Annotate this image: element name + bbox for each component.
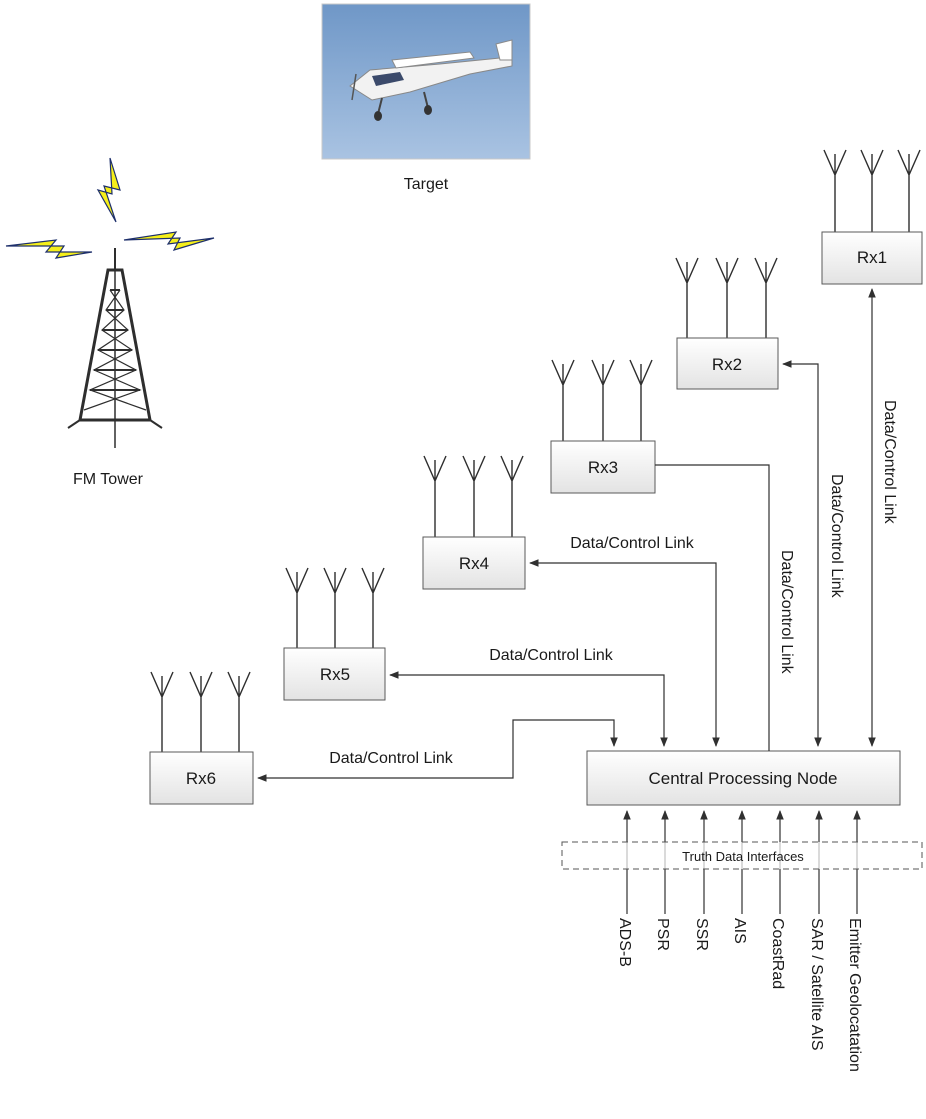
truth-data-interfaces-box: Truth Data Interfaces bbox=[561, 841, 923, 870]
link-rx5 bbox=[389, 671, 668, 747]
link-label-rx6: Data/Control Link bbox=[329, 750, 454, 767]
rx4-label: Rx4 bbox=[459, 554, 489, 573]
rx3-box: Rx3 bbox=[550, 440, 656, 494]
rx5-antenna-icon bbox=[285, 567, 385, 648]
link-label-rx4: Data/Control Link bbox=[570, 535, 695, 552]
target-image bbox=[321, 3, 531, 160]
source-adsb: ADS-B bbox=[616, 918, 633, 967]
source-coastrad: CoastRad bbox=[769, 918, 786, 989]
fm-tower-icon bbox=[67, 248, 163, 448]
tower-caption: FM Tower bbox=[73, 471, 144, 488]
central-node-label: Central Processing Node bbox=[649, 769, 838, 788]
link-rx2 bbox=[782, 360, 822, 747]
source-sar: SAR / Satellite AIS bbox=[808, 918, 825, 1051]
rx1-box: Rx1 bbox=[821, 231, 923, 285]
rx4-antenna-icon bbox=[423, 455, 524, 537]
link-label-rx1: Data/Control Link bbox=[881, 400, 898, 525]
rx3-antenna-icon bbox=[551, 359, 653, 441]
airplane-icon bbox=[349, 39, 513, 121]
central-processing-node: Central Processing Node bbox=[586, 750, 901, 806]
signal-lightning-icon bbox=[5, 157, 215, 259]
links bbox=[257, 288, 876, 782]
rx2-antenna-icon bbox=[675, 257, 778, 338]
truth-data-label: Truth Data Interfaces bbox=[682, 849, 804, 864]
rx1-label: Rx1 bbox=[857, 248, 887, 267]
rx5-label: Rx5 bbox=[320, 665, 350, 684]
rx3-label: Rx3 bbox=[588, 458, 618, 477]
rx2-box: Rx2 bbox=[676, 337, 779, 390]
link-label-rx3: Data/Control Link bbox=[778, 550, 795, 675]
source-psr: PSR bbox=[654, 918, 671, 951]
source-ais: AIS bbox=[731, 918, 748, 944]
rx6-antenna-icon bbox=[150, 671, 251, 752]
target-caption: Target bbox=[404, 176, 449, 193]
link-rx6 bbox=[257, 719, 618, 782]
antennas bbox=[150, 149, 921, 752]
link-rx3 bbox=[655, 464, 770, 751]
rx4-box: Rx4 bbox=[422, 536, 526, 590]
rx5-box: Rx5 bbox=[283, 647, 386, 701]
rx2-label: Rx2 bbox=[712, 355, 742, 374]
link-label-rx2: Data/Control Link bbox=[828, 474, 845, 599]
rx6-label: Rx6 bbox=[186, 769, 216, 788]
source-emitter: Emitter Geolocatation bbox=[846, 918, 863, 1072]
link-label-rx5: Data/Control Link bbox=[489, 647, 614, 664]
rx6-box: Rx6 bbox=[149, 751, 254, 805]
rx1-antenna-icon bbox=[823, 149, 921, 232]
source-ssr: SSR bbox=[693, 918, 710, 951]
link-rx4 bbox=[529, 559, 720, 747]
